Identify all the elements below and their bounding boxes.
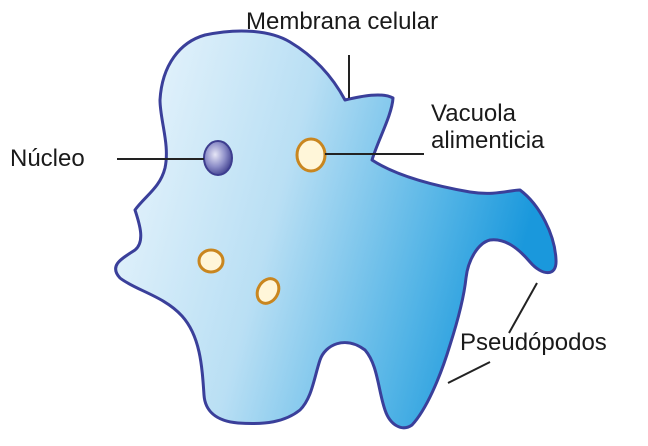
vacuole-label: Vacuola alimenticia xyxy=(431,100,581,154)
nucleus-organelle xyxy=(204,141,232,175)
pseudopods-label: Pseudópodos xyxy=(460,329,607,356)
vacuole-label-line2: alimenticia xyxy=(431,127,581,154)
nucleus-label: Núcleo xyxy=(10,145,85,172)
pseudopod-leader-line-upper xyxy=(509,283,537,333)
vacuole xyxy=(199,250,223,272)
pseudopod-leader-line-lower xyxy=(448,362,490,383)
membrane-label: Membrana celular xyxy=(246,8,438,35)
cell-membrane xyxy=(116,31,556,428)
vacuole-label-line1: Vacuola xyxy=(431,100,581,127)
food-vacuole xyxy=(297,139,325,171)
